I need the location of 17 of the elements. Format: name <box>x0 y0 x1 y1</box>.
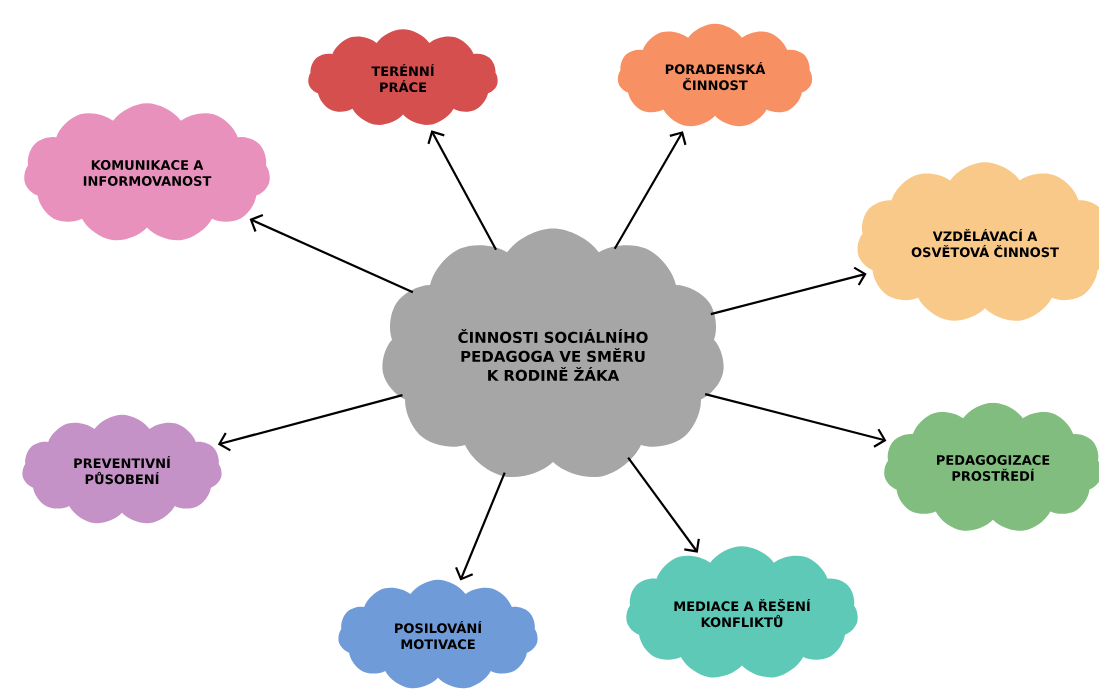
cloud-node: TERÉNNÍ PRÁCE <box>308 29 498 125</box>
arrow <box>704 393 887 448</box>
arrow <box>455 472 506 581</box>
arrow <box>710 266 867 316</box>
arrow <box>217 394 403 452</box>
cloud-node: VZDĚLÁVACÍ A OSVĚTOVÁ ČINNOST <box>857 162 1099 321</box>
arrow <box>627 456 700 553</box>
cloud-node: PREVENTIVNÍ PŮSOBENÍ <box>22 414 222 524</box>
cloud-node: PORADENSKÁ ČINNOST <box>617 23 813 127</box>
cloud-node: ČINNOSTI SOCIÁLNÍHO PEDAGOGA VE SMĚRU K RODINĚ ŽÁKA <box>382 228 724 478</box>
arrow <box>249 214 414 294</box>
arrow <box>427 130 497 251</box>
cloud-node: POSILOVÁNÍ MOTIVACE <box>338 579 538 689</box>
cloud-node: PEDAGOGIZACE PROSTŘEDÍ <box>884 402 1099 531</box>
arrow <box>613 131 687 250</box>
cloud-node: MEDIACE A ŘEŠENÍ KONFLIKTŮ <box>626 546 858 678</box>
cloud-node: KOMUNIKACE A INFORMOVANOST <box>24 103 270 241</box>
